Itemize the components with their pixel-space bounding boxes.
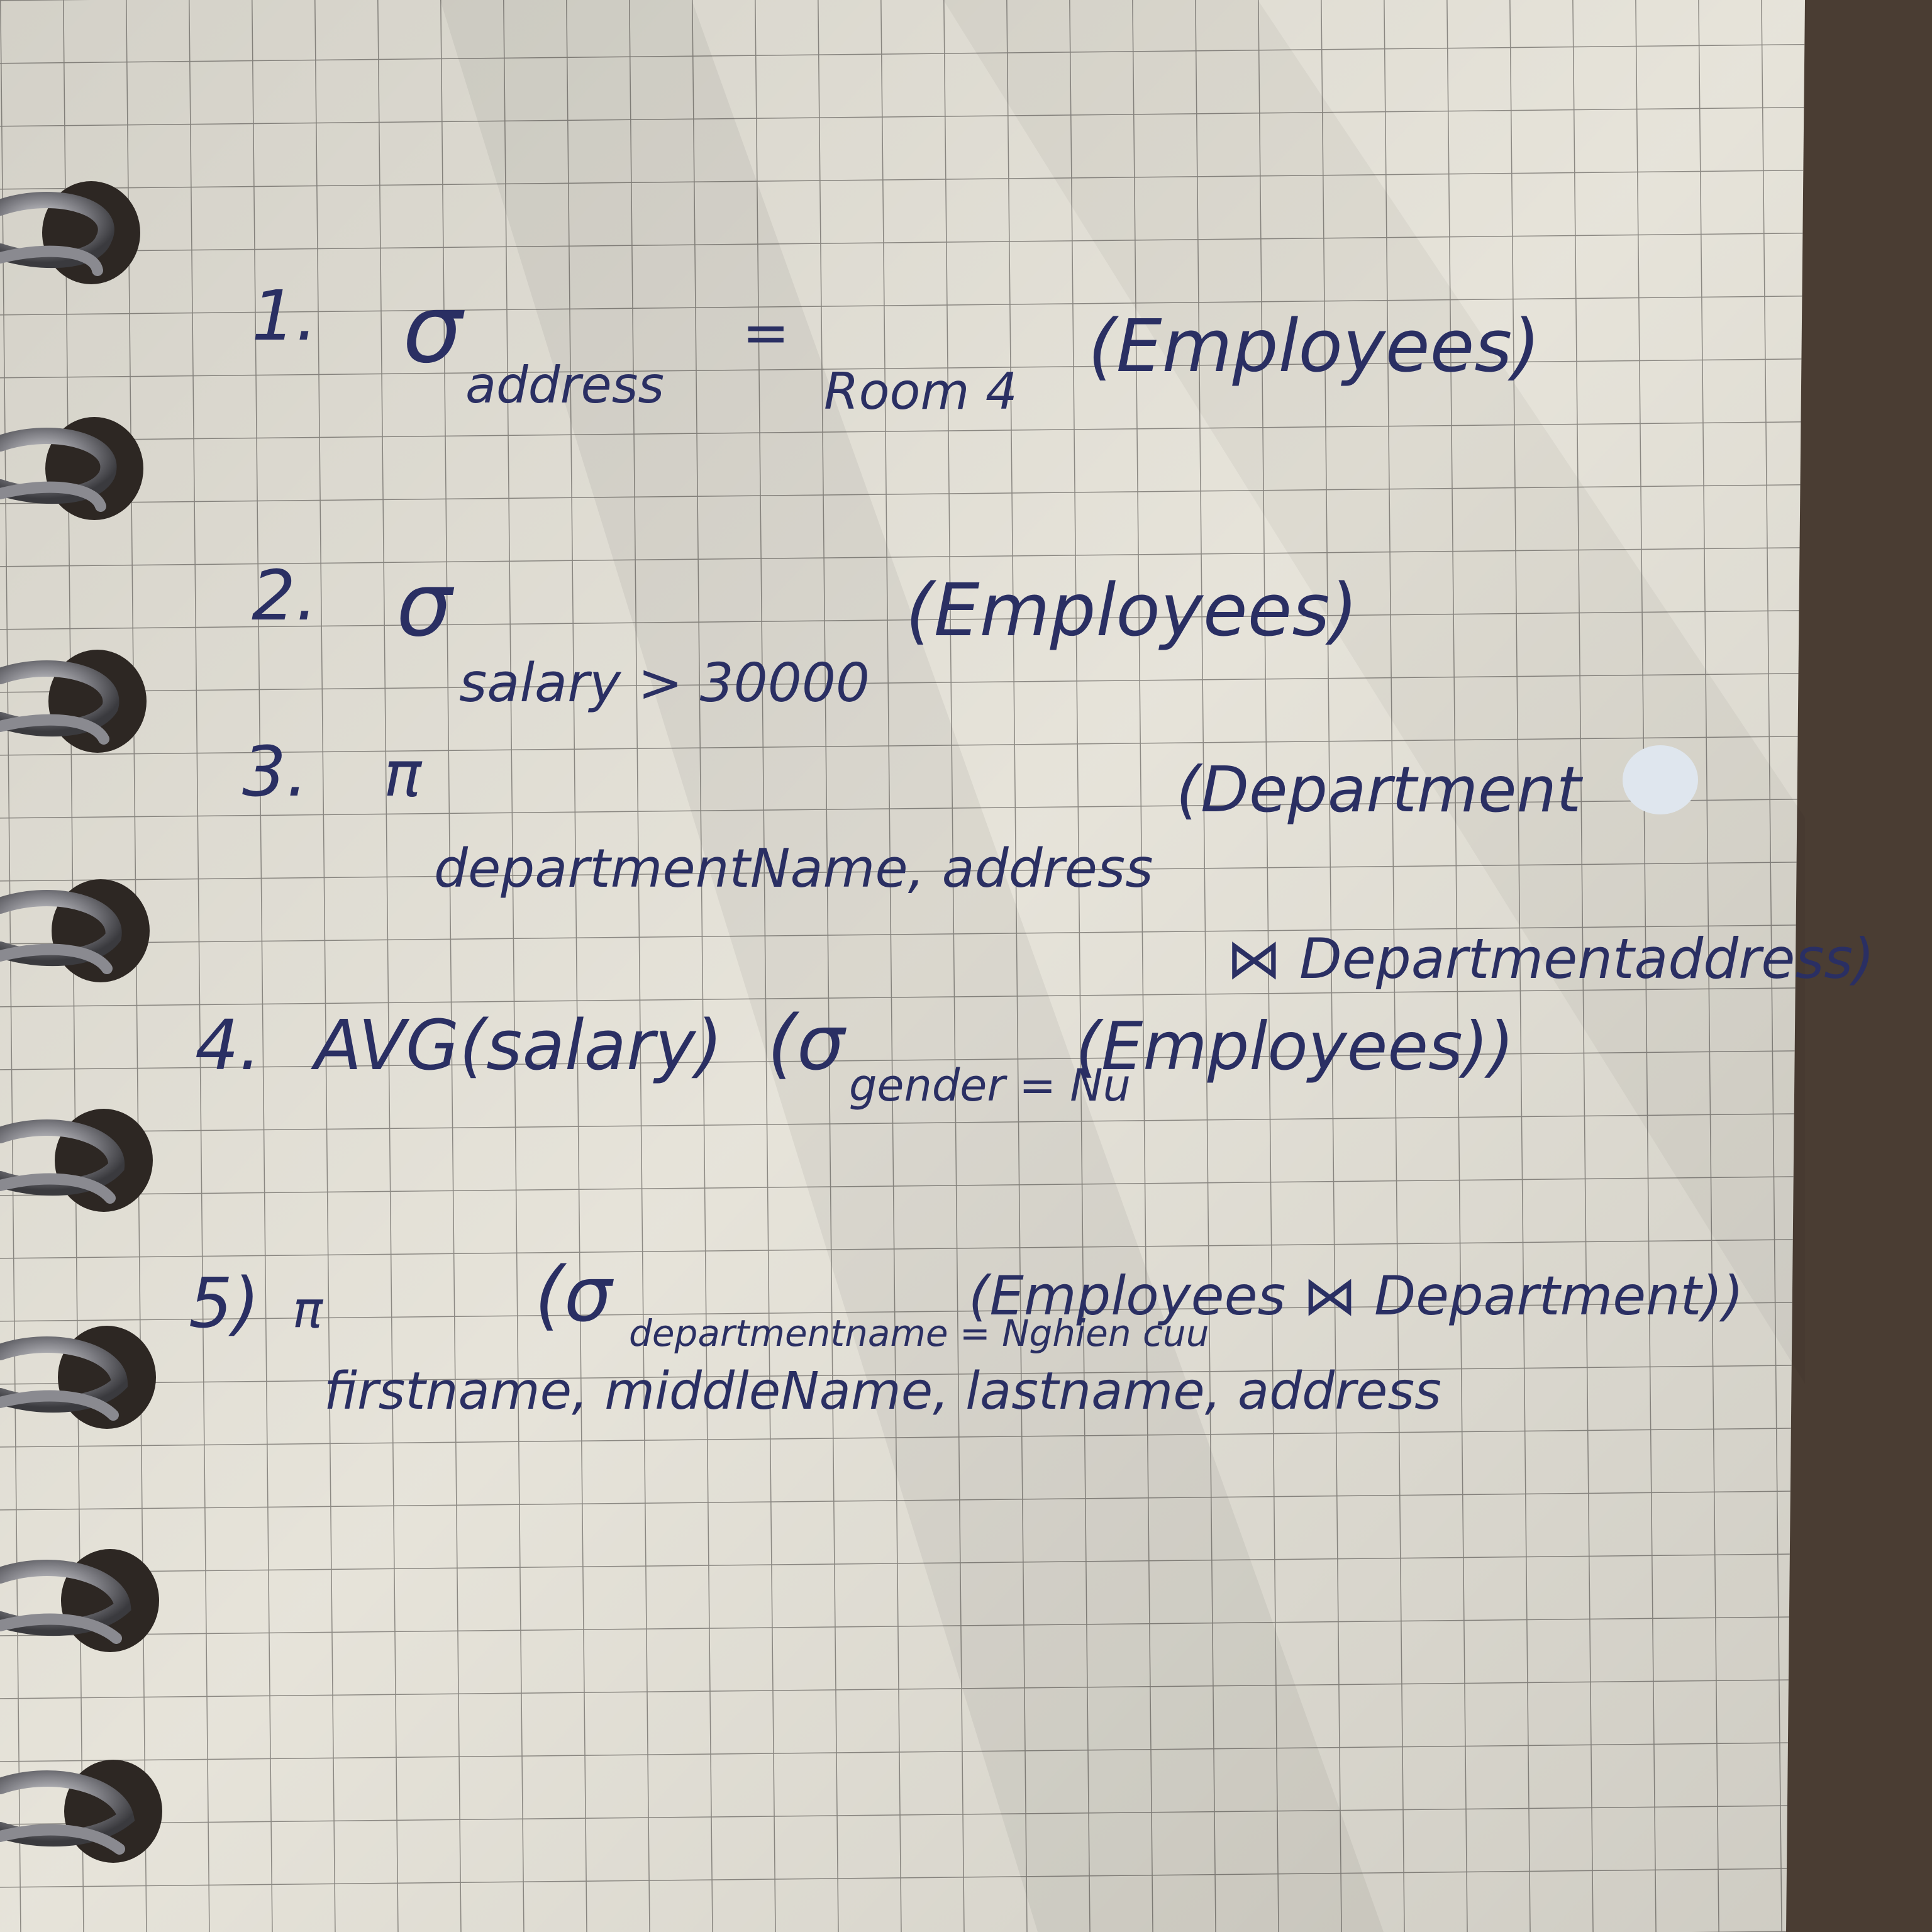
note-5-relation: (Employees ⋈ Department)) <box>969 1265 1743 1328</box>
note-5-open: (σ <box>535 1252 614 1339</box>
note-3-number: 3. <box>242 731 308 812</box>
spiral-ring-icon <box>0 1109 153 1212</box>
note-1-relation: (Employees) <box>1088 304 1540 389</box>
note-1-sigma: σ <box>402 275 465 384</box>
spiral-ring-icon <box>0 181 140 284</box>
note-5-number: 5) <box>189 1263 260 1343</box>
note-5-subscript-inner: departmentname = Nghien cuu <box>629 1312 1209 1355</box>
spiral-ring-icon <box>0 879 150 982</box>
note-3-pi: π <box>384 737 423 811</box>
spiral-ring-icon <box>0 1326 156 1429</box>
handwritten-notes: 1. σ address = Room 4 (Employees) 2. σ s… <box>189 275 1874 1421</box>
note-2-subscript: salary > 30000 <box>459 652 870 714</box>
note-3-relation: (Department <box>1176 753 1584 826</box>
light-shadow-band-2 <box>943 0 1805 1384</box>
note-3-subscript: departmentName, address <box>434 838 1153 900</box>
note-5: 5) π (σ departmentname = Nghien cuu (Emp… <box>189 1252 1743 1421</box>
note-1-number: 1. <box>252 275 318 356</box>
note-4: 4. AVG(salary) (σ gender = Nu (Employees… <box>195 1000 1514 1111</box>
spiral-binding <box>0 181 162 1863</box>
note-3-join: ⋈ Departmentaddress) <box>1226 926 1874 991</box>
spiral-ring-icon <box>0 417 143 520</box>
note-2-number: 2. <box>252 555 318 636</box>
note-2: 2. σ salary > 30000 (Employees) <box>252 554 1358 714</box>
paper-shadow <box>0 0 1805 1932</box>
note-4-open: (σ <box>767 1000 847 1087</box>
note-4-number: 4. <box>195 1005 261 1085</box>
note-2-relation: (Employees) <box>906 569 1358 653</box>
note-4-subscript: gender = Nu <box>849 1060 1131 1111</box>
note-1-subscript-right: Room 4 <box>824 362 1018 421</box>
note-1: 1. σ address = Room 4 (Employees) <box>252 275 1540 421</box>
note-4-function: AVG(salary) <box>311 1005 723 1085</box>
note-5-subscript-outer: firstname, middleName, lastname, address <box>324 1362 1441 1421</box>
note-1-equals: = <box>742 300 789 366</box>
note-2-sigma: σ <box>396 554 455 657</box>
note-1-subscript-left: address <box>465 356 664 414</box>
light-shadow-band <box>440 0 1384 1932</box>
note-3: 3. π departmentName, address (Department… <box>242 731 1874 991</box>
paper-stain <box>1623 745 1698 814</box>
note-4-relation: (Employees)) <box>1075 1008 1514 1085</box>
spiral-ring-icon <box>0 1760 162 1863</box>
note-5-pi: π <box>292 1280 324 1339</box>
spiral-ring-icon <box>0 650 147 753</box>
spiral-ring-icon <box>0 1549 159 1652</box>
